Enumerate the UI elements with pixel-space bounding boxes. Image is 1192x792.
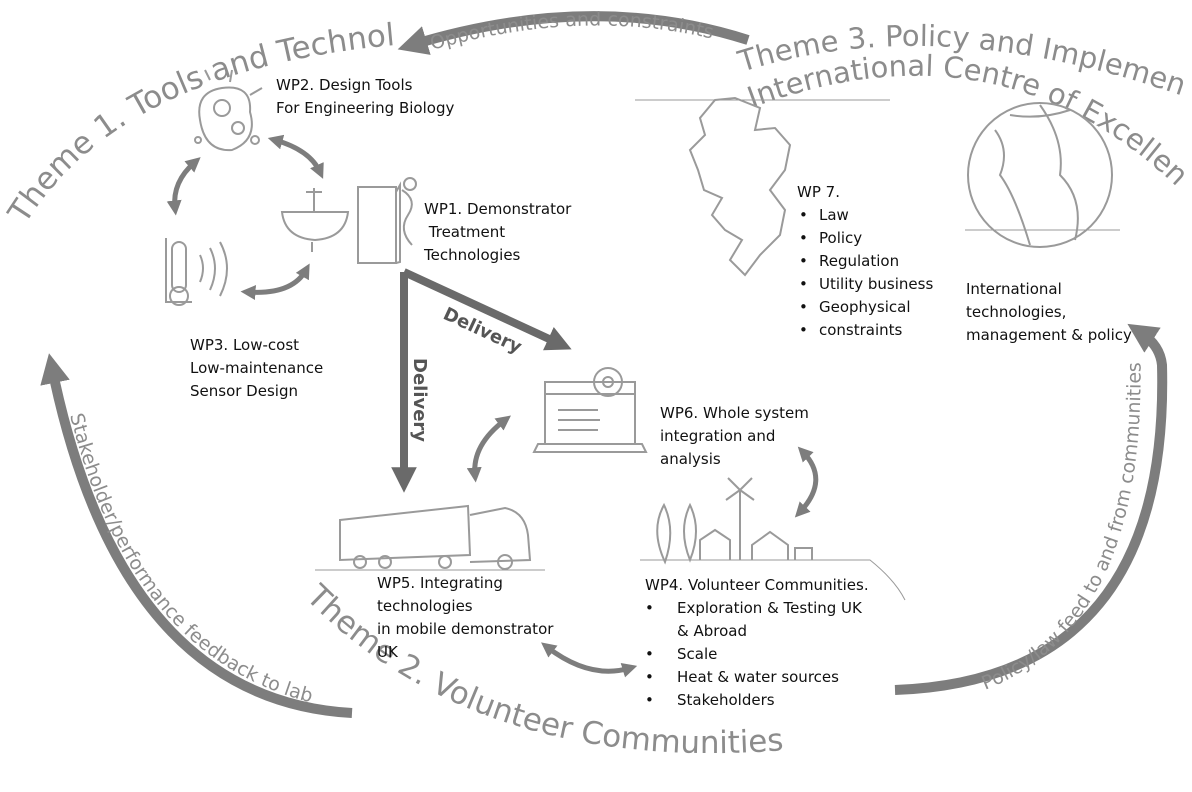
wp5-line: technologies	[377, 597, 473, 615]
treatment-unit-icon	[357, 177, 417, 264]
arrow-bacteria-sink	[267, 134, 324, 179]
wp4-item: Exploration & Testing UK	[645, 597, 869, 620]
wp4-item: Stakeholders	[645, 689, 869, 712]
wp3-line: Low-maintenance	[190, 359, 324, 377]
wp3-line: Sensor Design	[190, 382, 298, 400]
top-cycle-label: Opportunities and constraints	[428, 8, 716, 54]
wp1-label: WP1. Demonstrator Treatment Technologies	[424, 198, 571, 267]
wp2-label: WP2. Design Tools For Engineering Biolog…	[276, 74, 454, 120]
right-cycle-label: Policy/law feed to and from communities	[978, 362, 1145, 695]
wp7-item: Regulation	[797, 250, 933, 273]
wp4-item: Heat & water sources	[645, 666, 869, 689]
delivery-label-down: Delivery	[409, 358, 430, 442]
thermometer-sensor-icon	[165, 238, 228, 306]
arrow-truck-computer	[466, 415, 511, 483]
wp7-title: WP 7.	[797, 183, 840, 201]
wp7-list: Law Policy Regulation Utility business G…	[797, 204, 933, 342]
wp3-label: WP3. Low-cost Low-maintenance Sensor Des…	[190, 334, 323, 403]
wp5-line: WP5. Integrating	[377, 574, 503, 592]
wp5-label: WP5. Integrating technologies in mobile …	[377, 572, 553, 664]
international-label: International technologies, management &…	[966, 278, 1132, 347]
top-cycle-arrow	[397, 11, 750, 55]
wp6-label: WP6. Whole system integration and analys…	[660, 402, 809, 471]
wp2-line: WP2. Design Tools	[276, 76, 413, 94]
wp7-label: WP 7. Law Policy Regulation Utility busi…	[797, 181, 933, 342]
wp4-title: WP4. Volunteer Communities.	[645, 576, 869, 594]
gear-computer-icon	[532, 367, 648, 453]
wp4-item: & Abroad	[677, 622, 747, 640]
wp4-label: WP4. Volunteer Communities. Exploration …	[645, 574, 869, 712]
wp7-item: Law	[797, 204, 933, 227]
globe-icon	[965, 102, 1120, 248]
international-line: technologies,	[966, 303, 1067, 321]
international-line: management & policy	[966, 326, 1132, 344]
wp7-item: Utility business	[797, 273, 933, 296]
wp6-line: analysis	[660, 450, 721, 468]
wp3-line: WP3. Low-cost	[190, 336, 300, 354]
arrow-bacteria-thermo	[166, 157, 201, 216]
wp7-item: Policy	[797, 227, 933, 250]
international-line: International	[966, 280, 1062, 298]
wp5-line: UK	[377, 643, 398, 661]
arrow-computer-village	[794, 446, 819, 518]
wp7-item: constraints	[797, 319, 933, 342]
bacteria-icon	[194, 69, 263, 152]
wp2-line: For Engineering Biology	[276, 99, 455, 117]
lorry-truck-icon	[315, 504, 545, 571]
left-cycle-label: Stakeholder/performance feedback to lab	[65, 411, 315, 707]
sink-tap-icon	[280, 188, 350, 252]
wp4-list: Exploration & Testing UK & Abroad Scale …	[645, 597, 869, 712]
arrow-wp5-wp4	[541, 642, 638, 678]
left-cycle-arrow	[40, 353, 353, 718]
scotland-map-icon	[635, 96, 890, 277]
village-windmill-icon	[640, 477, 906, 601]
wp4-item: Scale	[645, 643, 869, 666]
delivery-arrow-diag	[402, 268, 572, 351]
arrow-thermo-sink	[240, 263, 310, 300]
wp6-line: integration and	[660, 427, 776, 445]
wp1-line: Technologies	[424, 246, 521, 264]
wp6-line: WP6. Whole system	[660, 404, 809, 422]
wp5-line: in mobile demonstrator	[377, 620, 554, 638]
wp7-item: Geophysical	[797, 296, 933, 319]
wp1-line: WP1. Demonstrator	[424, 200, 572, 218]
wp1-line: Treatment	[424, 223, 506, 241]
right-cycle-arrow	[894, 323, 1168, 695]
